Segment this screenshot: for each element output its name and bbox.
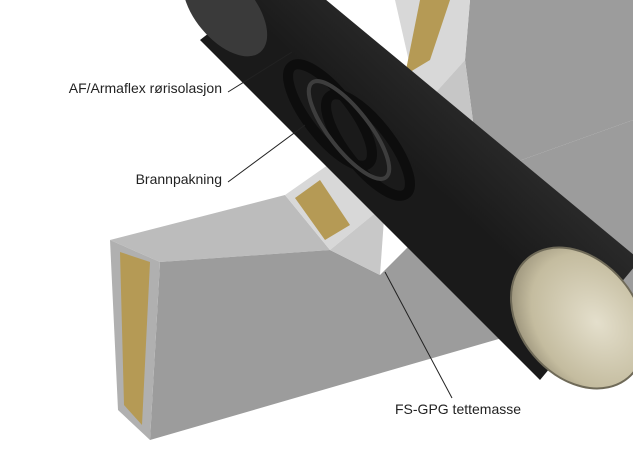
leader-sealant — [384, 271, 453, 399]
label-insulation: AF/Armaflex rørisolasjon — [69, 80, 222, 96]
leader-fire-seal — [227, 124, 306, 183]
leader-insulation — [227, 51, 293, 93]
label-fire-seal: Brannpakning — [136, 171, 222, 187]
label-sealant: FS-GPG tettemasse — [395, 401, 521, 417]
insulated-pipe — [182, 0, 633, 390]
fire-seal-rings — [283, 59, 415, 201]
